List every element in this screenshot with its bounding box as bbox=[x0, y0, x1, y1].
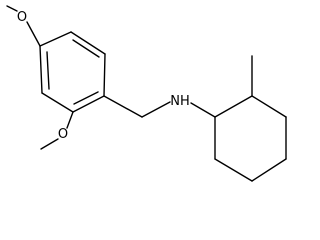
bond-nh-to-cyclohexyl bbox=[190, 102, 216, 118]
ring-bond-6 bbox=[39, 45, 43, 94]
background bbox=[0, 0, 288, 186]
cy-bond-4 bbox=[251, 158, 287, 182]
cy-bond-1 bbox=[214, 95, 253, 118]
ring-double-bond-c bbox=[46, 51, 50, 90]
atom-label-o-top: O bbox=[17, 10, 27, 25]
ring-bond-3 bbox=[103, 53, 106, 97]
ring-double-bond-a bbox=[72, 39, 100, 58]
ring-bond-4 bbox=[72, 95, 105, 113]
cyclohexane-ring bbox=[214, 95, 287, 182]
structure-canvas: O O NH bbox=[0, 0, 288, 186]
benzene-ring bbox=[39, 31, 106, 113]
bond-ring-to-ch2 bbox=[103, 95, 143, 118]
bond-o-top-to-ring bbox=[26, 21, 41, 47]
atom-label-nh: NH bbox=[170, 94, 190, 109]
bond-ring-to-o-bottom bbox=[66, 111, 74, 129]
cy-bond-5 bbox=[214, 158, 253, 182]
bond-o-bottom-to-methyl bbox=[40, 138, 59, 150]
cy-bond-2 bbox=[251, 95, 287, 118]
bond-ch2-to-nh bbox=[141, 101, 171, 118]
atom-label-o-bottom: O bbox=[58, 127, 68, 142]
bond-methyl-top-to-o bbox=[6, 5, 18, 12]
ring-bond-5 bbox=[41, 92, 74, 113]
chemical-structure-diagram: O O NH bbox=[0, 0, 288, 186]
ring-double-bond-b bbox=[73, 91, 99, 105]
ring-bond-1 bbox=[39, 31, 72, 47]
ring-bond-2 bbox=[70, 31, 106, 55]
